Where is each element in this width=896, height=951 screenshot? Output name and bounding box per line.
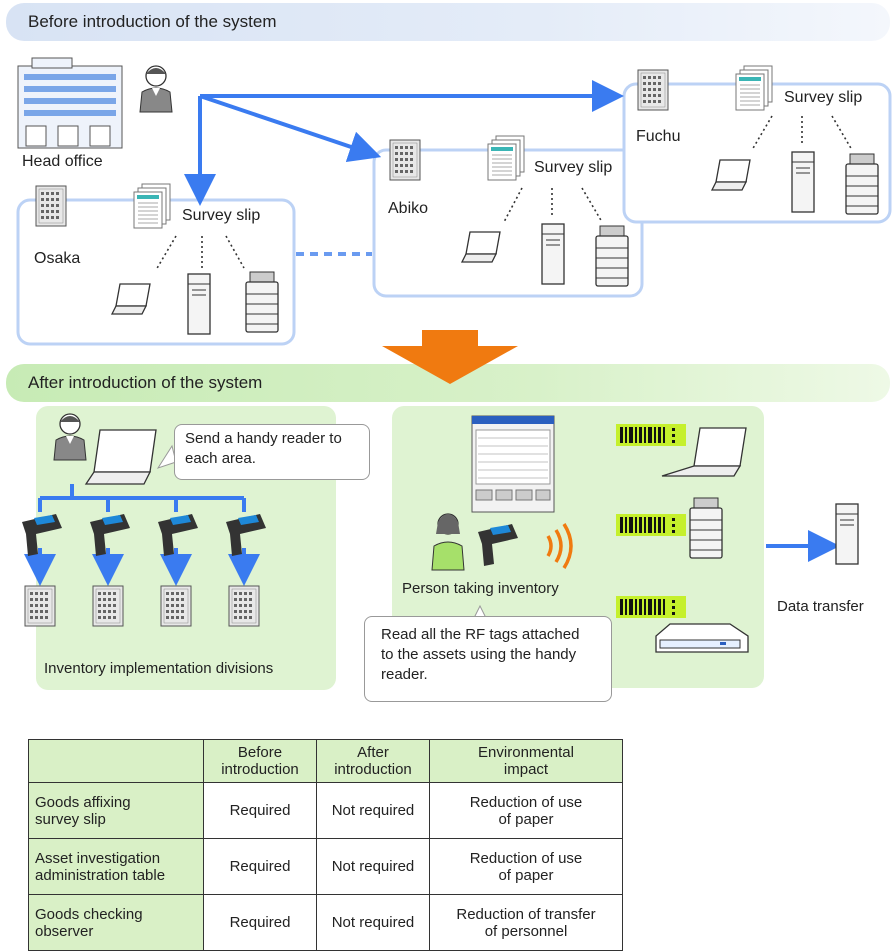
person-label: Person taking inventory [402, 580, 559, 597]
comparison-table: Before introduction After introduction E… [28, 739, 623, 951]
table-header-cell [28, 739, 204, 783]
head-office-person-icon [139, 65, 173, 113]
fuchu-survey-slip-label: Survey slip [784, 89, 863, 106]
asset-laptop-icon [661, 427, 747, 477]
read-tags-callout: Read all the RF tags attached to the ass… [364, 616, 612, 702]
table-row-header: Goods affixing survey slip [28, 782, 204, 839]
table-cell: Required [203, 838, 317, 895]
table-header-cell: Before introduction [203, 739, 317, 783]
table-cell: Reduction of use of paper [429, 782, 623, 839]
table-row: Goods checking observer Required Not req… [28, 894, 623, 951]
table-row: Goods affixing survey slip Required Not … [28, 782, 623, 839]
divisions-label: Inventory implementation divisions [44, 660, 274, 677]
table-cell: Not required [316, 894, 430, 951]
data-transfer-label: Data transfer [777, 598, 864, 615]
inventory-person-icon [431, 513, 465, 571]
table-cell: Reduction of use of paper [429, 838, 623, 895]
abiko-survey-slip-label: Survey slip [534, 159, 613, 176]
osaka-label: Osaka [34, 250, 81, 267]
table-cell: Reduction of transfer of personnel [429, 894, 623, 951]
table-cell: Required [203, 782, 317, 839]
table-row-header: Asset investigation administration table [28, 838, 204, 895]
asset-switch-icon [655, 623, 749, 653]
table-header-row: Before introduction After introduction E… [28, 739, 623, 783]
send-reader-callout: Send a handy reader to each area. [174, 424, 370, 480]
table-row: Asset investigation administration table… [28, 838, 623, 895]
fuchu-label: Fuchu [636, 128, 681, 145]
sender-laptop-icon [84, 429, 157, 485]
data-server-icon [835, 503, 859, 565]
handy-reader-screen-image [471, 415, 555, 513]
head-office-label: Head office [22, 153, 103, 170]
table-cell: Required [203, 894, 317, 951]
table-row-header: Goods checking observer [28, 894, 204, 951]
table-header-cell: Environmental impact [429, 739, 623, 783]
head-office-building-icon [17, 57, 123, 149]
table-cell: Not required [316, 838, 430, 895]
osaka-survey-slip-label: Survey slip [182, 207, 261, 224]
abiko-label: Abiko [388, 200, 429, 217]
table-header-cell: After introduction [316, 739, 430, 783]
section-before-header: Before introduction of the system [6, 3, 890, 41]
orange-down-arrow-icon [382, 330, 518, 384]
table-cell: Not required [316, 782, 430, 839]
radio-wave-icon [546, 523, 573, 569]
